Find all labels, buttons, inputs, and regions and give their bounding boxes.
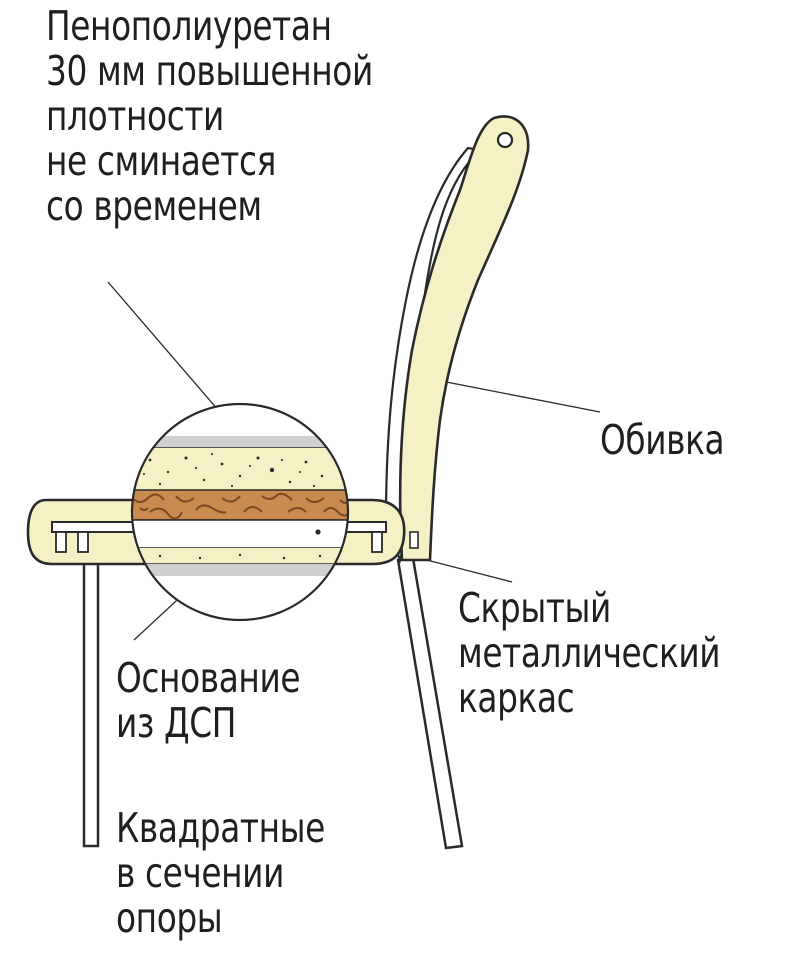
- legs-label-line: Квадратные: [116, 804, 325, 852]
- frame-label: Скрытый металлический каркас: [458, 584, 721, 722]
- base-label-line: из ДСП: [116, 699, 236, 747]
- legs-label-line: опоры: [116, 894, 223, 942]
- rear-leg: [396, 556, 464, 850]
- foam-label-line: плотности: [46, 92, 224, 140]
- front-leg: [82, 558, 100, 848]
- section-magnifier: [130, 402, 350, 622]
- foam-label-line: 30 мм повышенной: [46, 47, 373, 95]
- legs-label: Квадратные в сечении опоры: [116, 806, 325, 941]
- base-label: Основание из ДСП: [116, 654, 301, 747]
- upholstery-leader: [435, 379, 601, 413]
- upholstery-label-line: Обивка: [600, 416, 725, 464]
- fabric-band-bottom: [132, 564, 348, 576]
- frame-label-line: каркас: [458, 674, 575, 722]
- foam-label-line: Пенополиуретан: [46, 2, 332, 50]
- foam-label: Пенополиуретан 30 мм повышенной плотност…: [46, 4, 373, 229]
- backrest-bolt-icon: [496, 131, 514, 149]
- metal-section: [132, 519, 348, 549]
- upholstery-label: Обивка: [600, 416, 725, 464]
- foam-layer: [132, 448, 348, 490]
- legs-label-line: в сечении: [116, 849, 285, 897]
- fabric-band-top: [132, 436, 348, 448]
- frame-clip: [409, 531, 419, 549]
- foam-label-line: со временем: [46, 182, 262, 230]
- foam-texture: [143, 453, 340, 488]
- base-label-line: Основание: [116, 654, 301, 702]
- frame-label-line: металлический: [458, 629, 721, 677]
- backrest-cushion: [398, 115, 530, 562]
- frame-label-line: Скрытый: [458, 584, 611, 632]
- foam-label-line: не сминается: [46, 137, 276, 185]
